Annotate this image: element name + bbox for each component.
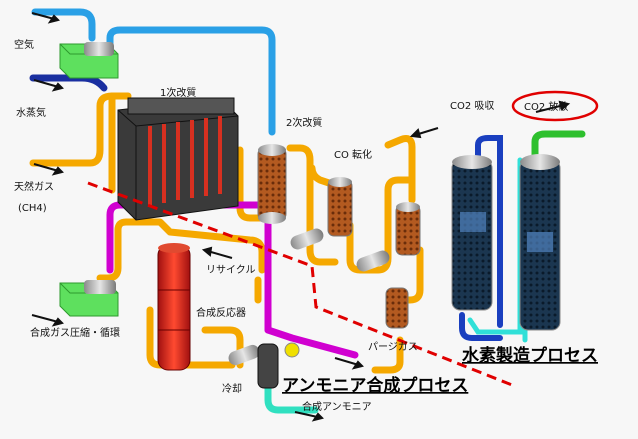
label-cooling: 冷却 bbox=[222, 382, 242, 395]
heat-exchangers bbox=[228, 228, 390, 366]
purge-valve bbox=[284, 342, 300, 358]
co-converter-2 bbox=[395, 202, 421, 256]
label-co2-absorption: CO2 吸収 bbox=[450, 100, 494, 112]
label-syngas-compression: 合成ガス圧縮・循環 bbox=[30, 326, 120, 339]
air-pipe bbox=[31, 8, 276, 136]
co-converter-1 bbox=[327, 177, 353, 237]
label-natural-gas: 天然ガス bbox=[14, 180, 54, 193]
label-synthesis-reactor: 合成反応器 bbox=[196, 306, 246, 319]
syngas-compressor bbox=[59, 280, 119, 317]
secondary-reformer bbox=[257, 144, 287, 224]
label-primary-reforming: 1次改質 bbox=[160, 86, 196, 99]
ammonia-product-pipe bbox=[264, 376, 319, 414]
co2-stripper bbox=[519, 154, 561, 331]
label-co2-release: CO2 放散 bbox=[524, 100, 568, 113]
title-hydrogen-process: 水素製造プロセス bbox=[462, 345, 598, 366]
co2-vent-pipe bbox=[531, 130, 586, 159]
co2-absorber bbox=[451, 155, 493, 311]
primary-reformer bbox=[117, 97, 239, 221]
label-ch4: (CH4) bbox=[18, 203, 47, 214]
title-ammonia-process: アンモニア合成プロセス bbox=[282, 375, 468, 396]
absorbent-pipe bbox=[459, 135, 503, 341]
process-boundary-line bbox=[87, 181, 513, 387]
flow-arrows bbox=[31, 12, 571, 422]
label-secondary-reforming: 2次改質 bbox=[286, 116, 322, 129]
synthesis-reactor bbox=[157, 243, 191, 371]
label-co-conversion: CO 転化 bbox=[334, 148, 372, 161]
label-synthesized-ammonia: 合成アンモニア bbox=[302, 400, 372, 413]
label-air: 空気 bbox=[14, 38, 34, 51]
label-recycle: リサイクル bbox=[206, 264, 256, 276]
methanator bbox=[385, 287, 409, 329]
air-compressor bbox=[59, 42, 119, 79]
ammonia-separator bbox=[257, 343, 279, 389]
label-purge-gas: パージガス bbox=[368, 341, 418, 353]
co2-release-highlight bbox=[511, 90, 599, 122]
label-steam: 水蒸気 bbox=[16, 106, 46, 119]
